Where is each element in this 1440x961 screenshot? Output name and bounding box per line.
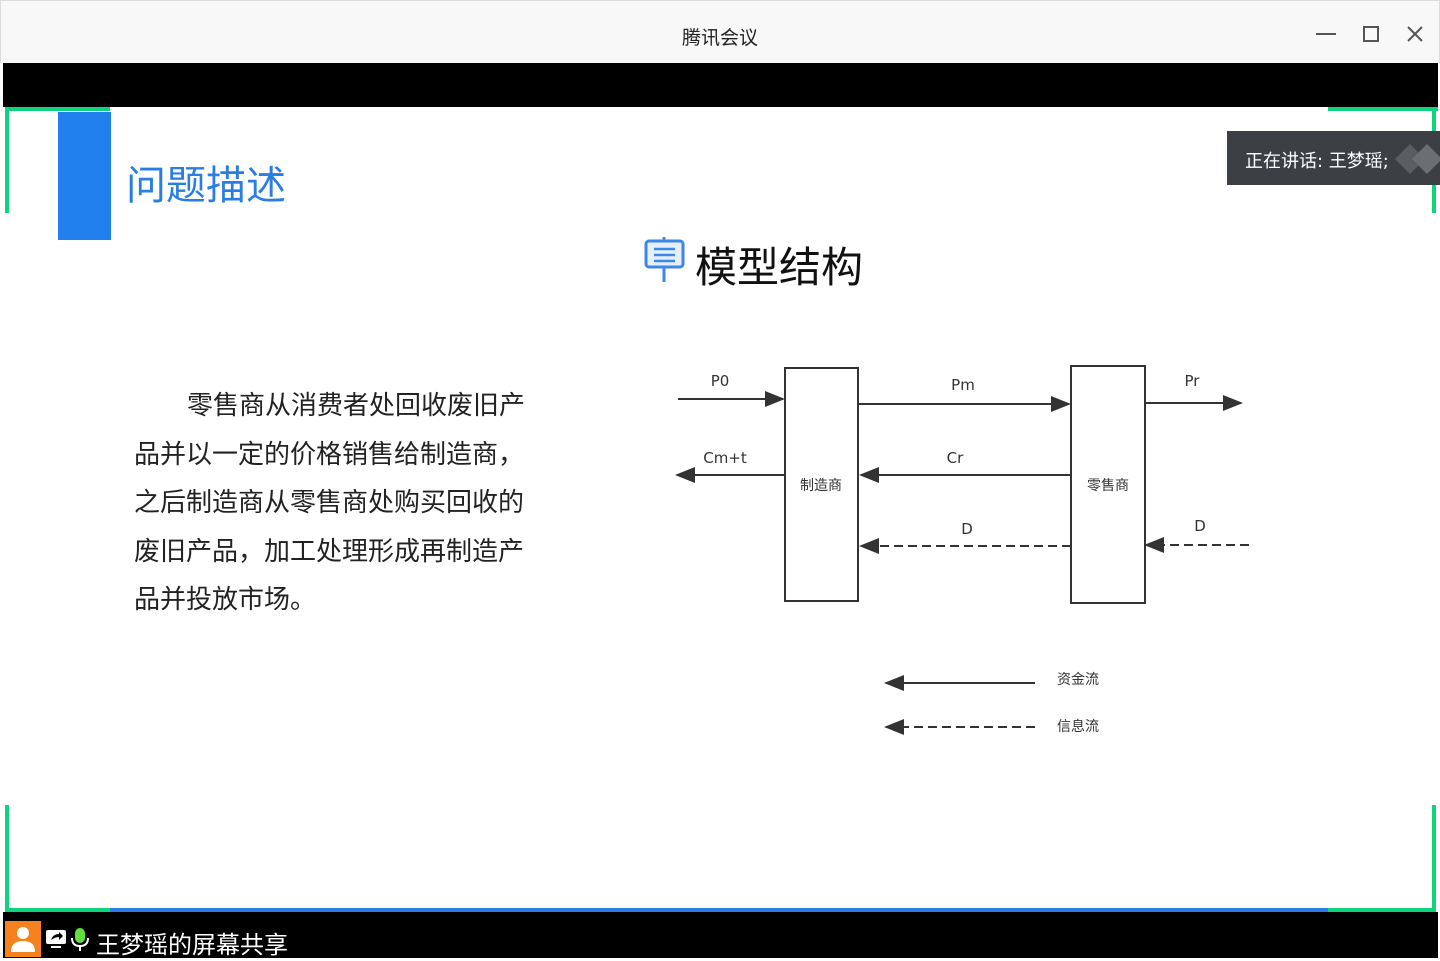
p0-label: P0 [711,372,730,390]
speaking-indicator: 正在讲话: 王梦瑶; [1227,131,1440,185]
bottom-bar [3,912,1438,958]
minimize-button[interactable] [1311,19,1341,49]
legend-info-label: 信息流 [1057,718,1099,735]
retailer-box [1070,365,1146,604]
frame-corner-bl-v [5,805,9,912]
user-icon [11,927,35,952]
legend-money-label: 资金流 [1057,672,1099,688]
slide-accent-bar [58,112,111,240]
title-bar: 腾讯会议 [0,0,1440,63]
pr-label: Pr [1185,372,1201,390]
top-black-bar [3,63,1438,107]
frame-corner-tr [1328,107,1438,111]
close-icon [1407,26,1423,42]
minimize-icon [1316,33,1336,35]
close-button[interactable] [1400,19,1430,49]
logo-icon [1395,144,1440,174]
retailer-label: 零售商 [1087,478,1129,494]
description-paragraph: 零售商从消费者处回收废旧产品并以一定的价格销售给制造商，之后制造商从零售商处购买… [134,391,526,615]
share-progress-bar [110,908,1328,912]
frame-corner-tl [5,107,110,111]
microphone-icon[interactable] [70,926,90,952]
section-title: 问题描述 [126,163,286,209]
screen-share-icon [46,930,66,948]
d-label-2: D [1194,517,1206,535]
frame-corner-tl-v [5,107,9,213]
signboard-icon [644,237,685,282]
app-title: 腾讯会议 [681,27,758,49]
model-title: 模型结构 [695,243,864,292]
shared-screen [3,107,1438,908]
manufacturer-label: 制造商 [800,478,842,494]
frame-corner-bl [5,908,110,912]
maximize-button[interactable] [1356,19,1386,49]
manufacturer-box [784,367,859,602]
frame-corner-br [1328,908,1436,912]
avatar[interactable] [5,921,41,957]
frame-corner-br-v [1432,805,1436,912]
maximize-icon [1363,26,1379,42]
cmt-label: Cm+t [703,449,747,467]
pm-label: Pm [951,376,975,394]
cr-label: Cr [947,449,964,467]
d-label-1: D [961,520,973,538]
screen-share-label: 王梦瑶的屏幕共享 [96,931,288,959]
speaker-text: 正在讲话: 王梦瑶; [1245,151,1389,172]
